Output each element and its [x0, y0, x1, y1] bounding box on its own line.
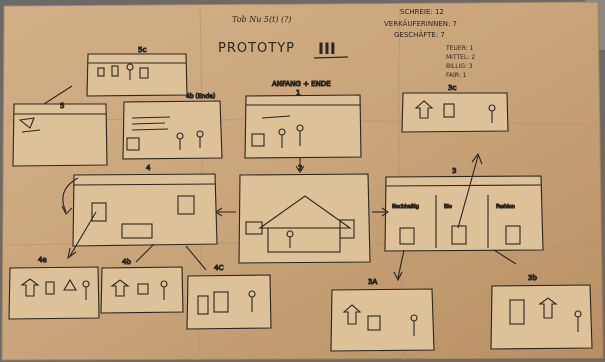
frame-1 [245, 95, 361, 158]
frame-3c-label: 3c [448, 84, 456, 92]
price-fair: FAIR: 1 [446, 72, 467, 79]
frame-3a-label: 3A [368, 278, 377, 286]
frame-3a [331, 289, 434, 351]
frame-4b-small [101, 267, 183, 313]
page-title: PROTOTYP III [218, 39, 348, 58]
frame-3c [402, 93, 508, 132]
frame-5c-label: 5c [138, 46, 146, 54]
stat-schreie: SCHREIE: 12 [400, 8, 444, 16]
frame-3b-label: 3b [528, 274, 537, 282]
frame-4c [187, 275, 271, 329]
frame-4 [73, 174, 217, 246]
frame-5-label: 5 [60, 102, 64, 110]
frame-5 [13, 104, 107, 166]
title-text: PROTOTYP [218, 41, 295, 56]
stat-geschaefte: GESCHÄFTE: 7 [394, 30, 445, 39]
frame-3 [385, 176, 543, 251]
frame-3-tab-3: Fashion [496, 204, 515, 210]
frame-1-caption: ANFANG + ENDE [272, 80, 331, 88]
frame-4c-label: 4C [214, 264, 223, 272]
price-billig: BILLIG: 3 [446, 63, 473, 70]
price-mittel: MITTEL: 2 [446, 54, 475, 61]
frame-5c [87, 54, 187, 96]
frame-3-tab-1: Nachhaltig [392, 204, 419, 210]
frame-1-label: 1 [296, 89, 300, 97]
frame-4a-label: 4a [38, 256, 47, 264]
frame-2 [239, 174, 370, 263]
frame-4a [9, 267, 99, 319]
frame-4b [123, 101, 222, 159]
frame-3-tab-2: Bio [444, 204, 452, 210]
price-teuer: TEUER: 1 [445, 45, 474, 52]
frame-3b [491, 285, 592, 349]
frame-4b-label: 4b [122, 258, 131, 266]
stat-verkaeuferinnen: VERKÄUFERINNEN: 7 [384, 19, 457, 28]
frame-4b-caption: 4b (Ende) [186, 93, 215, 100]
frame-3-label: 3 [452, 167, 456, 175]
title-numeral: III [318, 39, 336, 58]
frame-4-label: 4 [146, 164, 151, 172]
header-scribble: Tob Nu 5(t) (?) [232, 15, 292, 24]
